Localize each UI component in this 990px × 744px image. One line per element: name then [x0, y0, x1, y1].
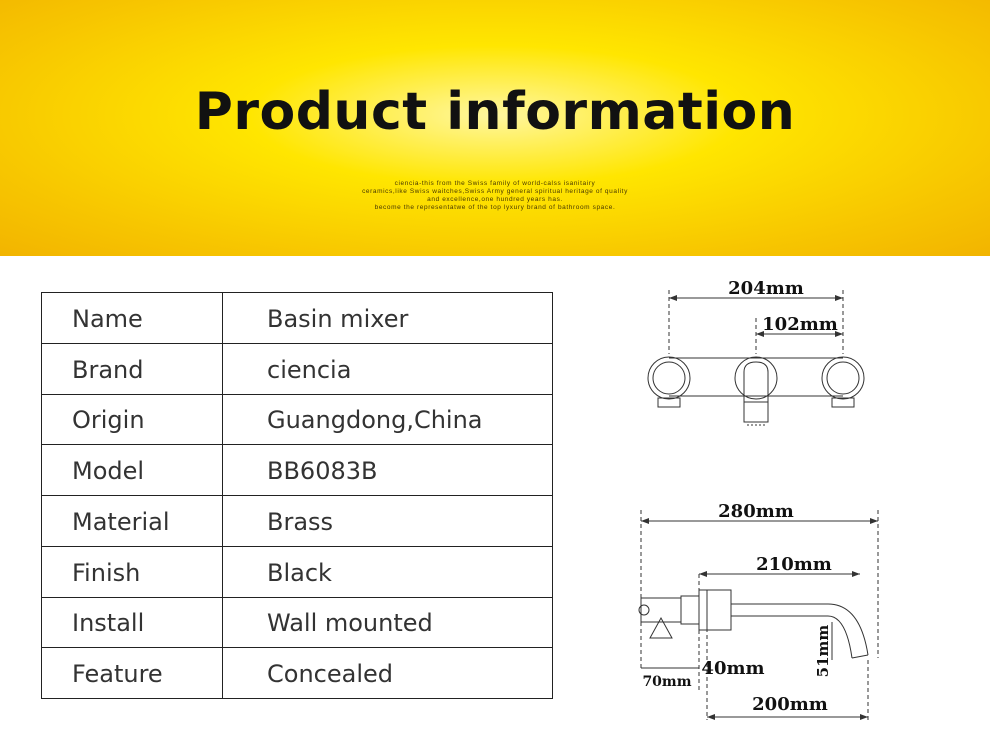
subtitle-line: and excellence,one hundred years has.: [427, 196, 563, 203]
spout-plate: [734, 356, 778, 400]
table-row: Name Basin mixer: [41, 292, 553, 344]
table-row: Finish Black: [41, 545, 553, 598]
right-handle-inner: [826, 361, 860, 395]
subtitle-line: ceramics,like Swiss waitches,Swiss Army …: [362, 188, 628, 195]
arrowhead: [641, 518, 649, 524]
right-handle-base: [831, 397, 855, 408]
spec-value: Brass: [222, 495, 553, 547]
spec-value: Concealed: [222, 647, 553, 699]
table-row: Feature Concealed: [41, 647, 553, 699]
spec-label: Model: [41, 444, 223, 496]
dimension-label: 210mm: [756, 554, 832, 575]
dimension-label: 70mm: [642, 674, 691, 690]
left-handle-inner: [652, 361, 686, 395]
spout: [743, 361, 769, 423]
arrowhead: [835, 295, 843, 301]
spec-label: Feature: [41, 647, 223, 699]
spout-tip: [851, 654, 869, 659]
spec-value: Wall mounted: [222, 596, 553, 649]
body-bar: [669, 357, 843, 397]
arrowhead: [756, 331, 764, 337]
spec-value: Basin mixer: [222, 292, 553, 344]
spec-label: Origin: [41, 393, 223, 446]
page-title: Product information: [194, 82, 796, 142]
side-view-drawing: 280mm 210mm 40mm 70mm 200mm 51mm: [638, 501, 879, 720]
table-row: Material Brass: [41, 495, 553, 547]
plate: [706, 589, 732, 631]
right-handle: [821, 356, 865, 400]
arrowhead: [835, 331, 843, 337]
handle-lever: [649, 616, 673, 639]
dimension-label: 40mm: [701, 658, 764, 679]
spec-label: Install: [41, 596, 223, 649]
header-banner: Product information ciencia-this from th…: [0, 0, 990, 256]
table-row: Model BB6083B: [41, 444, 553, 496]
left-handle: [647, 356, 691, 400]
arrowhead: [852, 571, 860, 577]
banner-subtitle: ciencia-this from the Swiss family of wo…: [0, 180, 990, 212]
dimension-label: 51mm: [814, 625, 832, 678]
valve-cap: [638, 604, 650, 616]
arrowhead: [870, 518, 878, 524]
spec-table: Name Basin mixer Brand ciencia Origin Gu…: [41, 292, 553, 699]
arrowhead: [707, 714, 715, 720]
dimension-label: 280mm: [718, 501, 794, 522]
dimension-label: 200mm: [752, 694, 828, 715]
spec-label: Name: [41, 292, 223, 344]
left-handle-base: [657, 397, 681, 408]
spec-label: Finish: [41, 545, 223, 598]
spec-label: Material: [41, 495, 223, 547]
subtitle-line: ciencia-this from the Swiss family of wo…: [394, 180, 596, 187]
arrowhead: [669, 295, 677, 301]
plate-front: [698, 589, 708, 631]
arrowhead: [699, 571, 707, 577]
subtitle-line: become the representatwe of the top lyxu…: [374, 204, 616, 211]
dimension-label: 204mm: [728, 278, 804, 299]
table-row: Install Wall mounted: [41, 596, 553, 649]
wall-flange: [680, 595, 700, 625]
arrowhead: [860, 714, 868, 720]
dimension-label: 102mm: [762, 314, 838, 335]
spout-tube: [731, 603, 869, 659]
